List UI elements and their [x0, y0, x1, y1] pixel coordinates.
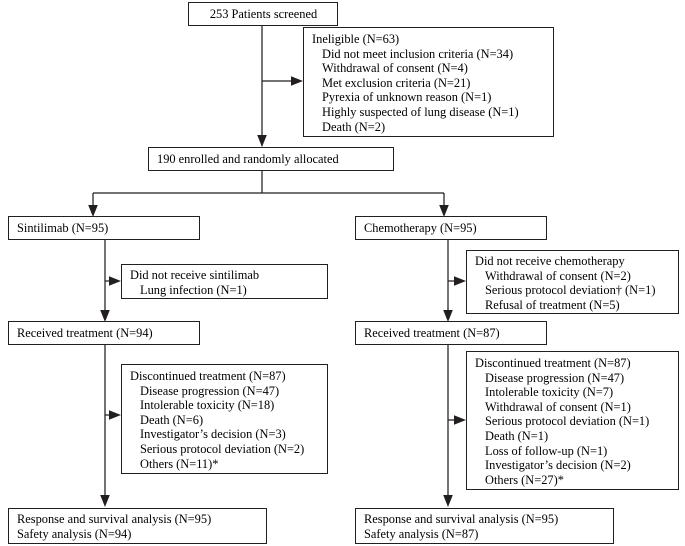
node-line: Intolerable toxicity (N=18) — [140, 398, 275, 413]
node-line: Discontinued treatment (N=87) — [130, 369, 286, 383]
node-line: Withdrawal of consent (N=2) — [485, 268, 631, 283]
node-line: Discontinued treatment (N=87) — [475, 356, 631, 370]
arrowhead-enrolled — [257, 135, 267, 147]
node-discontinued-sintilimab: Discontinued treatment (N=87) Disease pr… — [121, 364, 328, 474]
node-received-treatment-sintilimab: Received treatment (N=94) — [8, 321, 200, 345]
node-line: Ineligible (N=63) — [312, 32, 400, 46]
node-line: 190 enrolled and randomly allocated — [157, 152, 339, 166]
node-line: Did not receive sintilimab — [130, 268, 260, 282]
node-line: Response and survival analysis (N=95) — [17, 512, 212, 526]
node-line: Pyrexia of unknown reason (N=1) — [322, 90, 492, 105]
node-did-not-receive-chemotherapy: Did not receive chemotherapy Withdrawal … — [466, 250, 679, 314]
node-line: Response and survival analysis (N=95) — [364, 512, 559, 526]
node-patients-screened: 253 Patients screened — [188, 2, 338, 26]
node-arm-sintilimab: Sintilimab (N=95) — [8, 216, 200, 240]
node-line: Death (N=1) — [485, 428, 549, 443]
node-discontinued-chemotherapy: Discontinued treatment (N=87) Disease pr… — [466, 351, 679, 490]
node-arm-chemotherapy: Chemotherapy (N=95) — [355, 216, 547, 240]
node-analysis-chemotherapy: Response and survival analysis (N=95) Sa… — [355, 508, 614, 544]
node-line: Safety analysis (N=94) — [17, 526, 132, 541]
arrowhead-analysis-right — [443, 495, 453, 507]
node-line: Serious protocol deviation (N=1) — [485, 414, 650, 429]
arrowhead-not-received-right — [454, 276, 466, 286]
node-line: Met exclusion criteria (N=21) — [322, 75, 471, 90]
node-line: Did not receive chemotherapy — [475, 254, 625, 268]
node-received-treatment-chemotherapy: Received treatment (N=87) — [355, 321, 547, 345]
node-enrolled: 190 enrolled and randomly allocated — [148, 147, 394, 171]
node-line: Received treatment (N=94) — [17, 326, 153, 340]
node-line: Received treatment (N=87) — [364, 326, 500, 340]
node-line: Chemotherapy (N=95) — [364, 221, 477, 235]
node-line: 253 Patients screened — [209, 7, 318, 21]
node-line: Withdrawal of consent (N=1) — [485, 399, 631, 414]
arrowhead-ineligible — [291, 76, 303, 86]
node-did-not-receive-sintilimab: Did not receive sintilimab Lung infectio… — [121, 264, 328, 299]
arrowhead-discontinued-left — [109, 410, 121, 420]
node-line: Disease progression (N=47) — [485, 370, 625, 385]
arrowhead-not-received-left — [109, 276, 121, 286]
node-line: Did not meet inclusion criteria (N=34) — [322, 46, 514, 61]
node-line: Investigator’s decision (N=2) — [485, 458, 631, 473]
node-line: Serious protocol deviation (N=2) — [140, 441, 305, 456]
node-line: Death (N=2) — [322, 119, 386, 134]
arrowhead-analysis-left — [100, 495, 110, 507]
node-line: Others (N=11)* — [140, 456, 219, 471]
node-line: Death (N=6) — [140, 412, 204, 427]
node-line: Serious protocol deviation† (N=1) — [485, 283, 656, 298]
arrowhead-discontinued-right — [454, 415, 466, 425]
node-analysis-sintilimab: Response and survival analysis (N=95) Sa… — [8, 508, 267, 544]
node-line: Safety analysis (N=87) — [364, 526, 479, 541]
node-line: Investigator’s decision (N=3) — [140, 427, 286, 442]
node-line: Withdrawal of consent (N=4) — [322, 61, 468, 76]
node-line: Intolerable toxicity (N=7) — [485, 385, 614, 400]
node-line: Lung infection (N=1) — [140, 282, 247, 297]
node-line: Others (N=27)* — [485, 472, 564, 487]
node-line: Sintilimab (N=95) — [17, 221, 109, 235]
node-line: Highly suspected of lung disease (N=1) — [322, 104, 519, 119]
node-ineligible: Ineligible (N=63) Did not meet inclusion… — [303, 27, 554, 137]
node-line: Loss of follow-up (N=1) — [485, 443, 608, 458]
node-line: Refusal of treatment (N=5) — [485, 297, 620, 312]
node-line: Disease progression (N=47) — [140, 383, 280, 398]
